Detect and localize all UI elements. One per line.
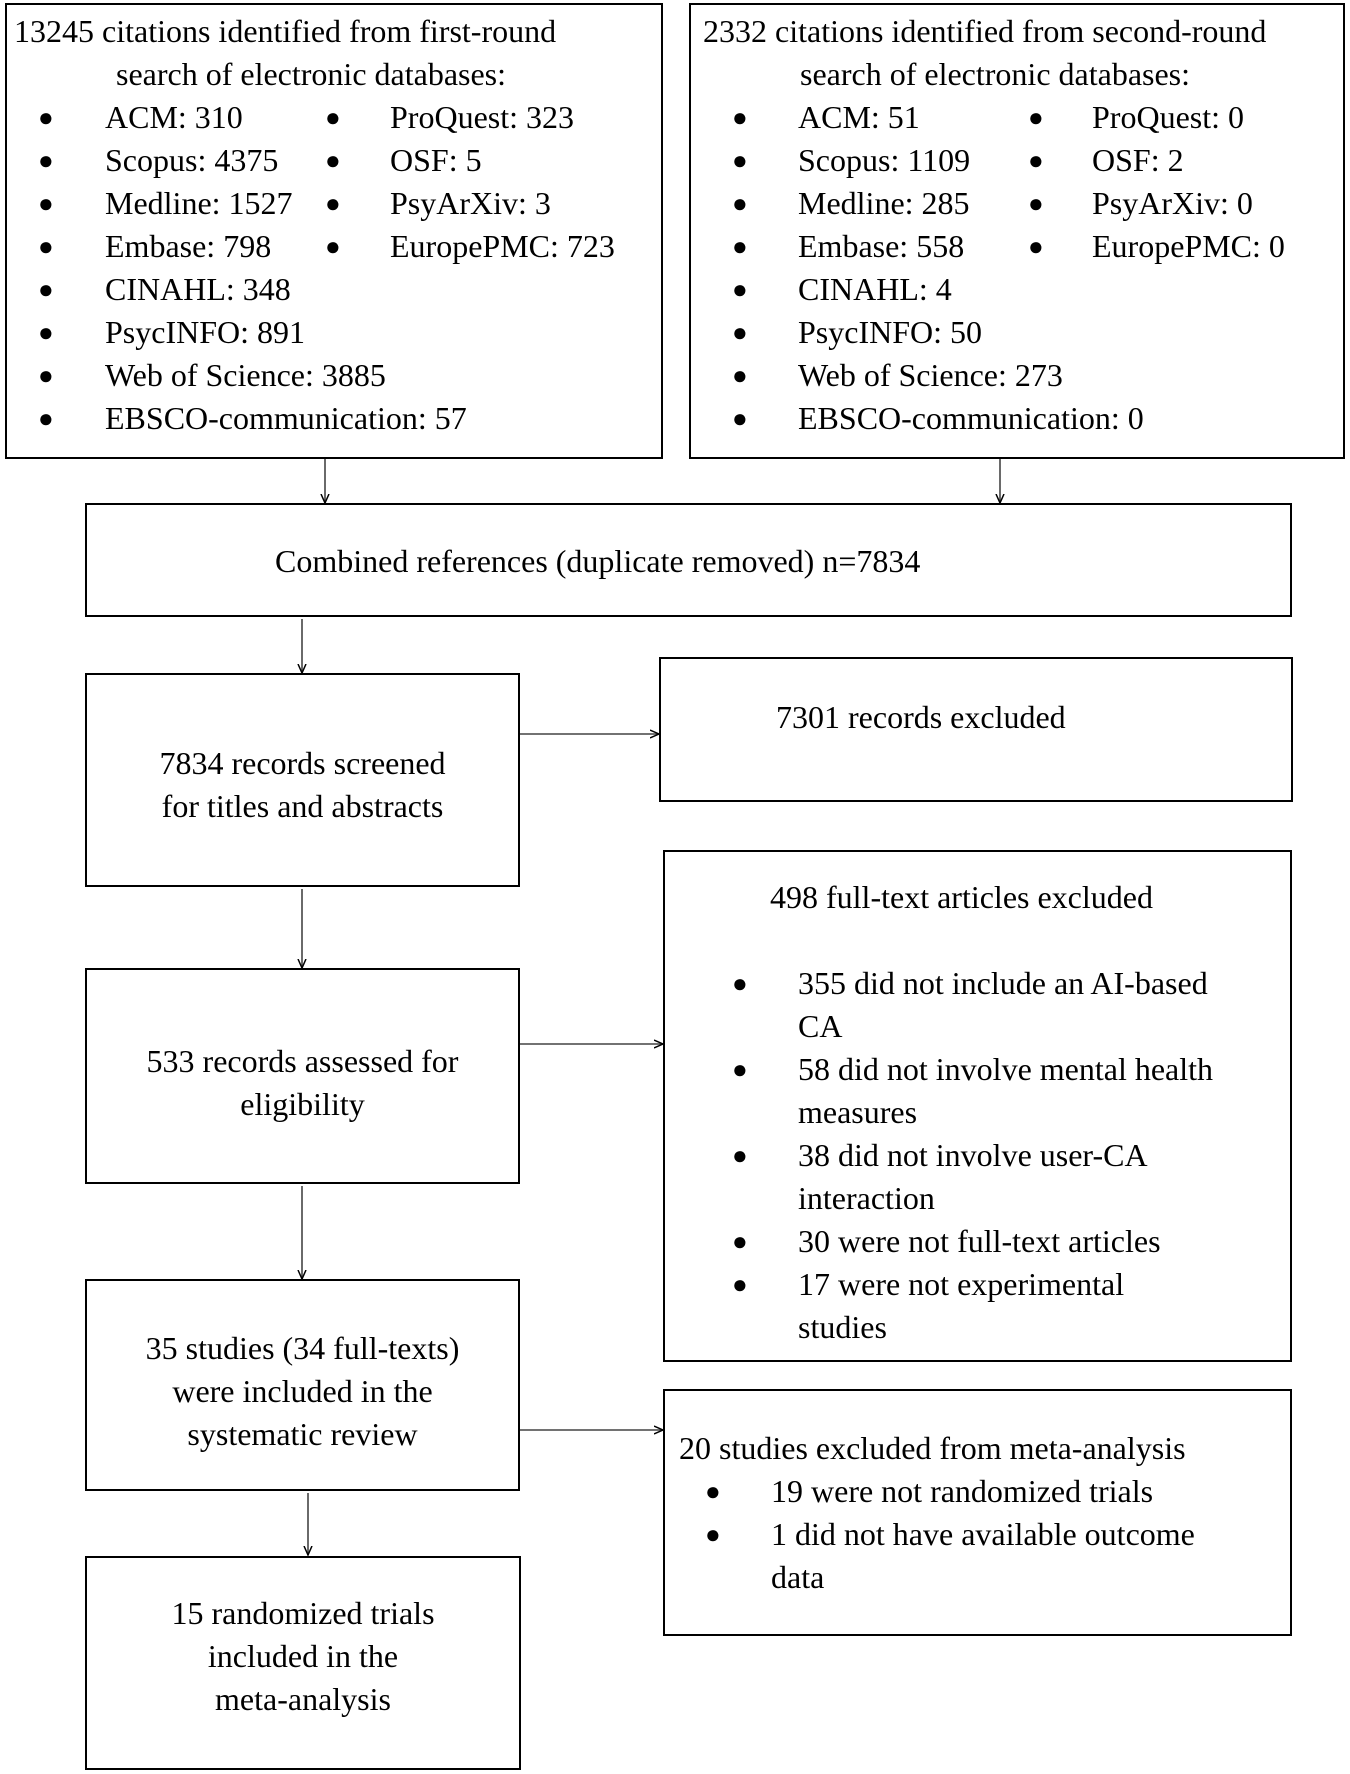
second-round-db-bullet: ● [732,318,748,347]
fulltext-excluded-bullet: ● [732,969,748,998]
first-round-db-item: PsycINFO: 891 [105,314,306,350]
second-round-search-box [689,3,1345,459]
meta-excluded-item: 19 were not randomized trials [771,1473,1154,1509]
first-round-db-bullet: ● [325,103,341,132]
second-round-db-bullet: ● [1028,232,1044,261]
second-round-db-bullet: ● [732,189,748,218]
meta-excluded-item: data [771,1559,825,1595]
first-round-db-bullet: ● [325,146,341,175]
first-round-db-bullet: ● [38,275,54,304]
fulltext-excluded-item: interaction [798,1180,935,1216]
meta-excluded-title: 20 studies excluded from meta-analysis [679,1430,1186,1466]
meta-excluded-bullet: ● [705,1477,721,1506]
systematic-review-box [85,1279,520,1491]
first-round-db-item: EuropePMC: 723 [390,228,615,264]
second-round-db-item: ProQuest: 0 [1092,99,1244,135]
meta-analysis-text-line: included in the [207,1638,399,1674]
eligibility-box [85,968,520,1184]
first-round-db-item: PsyArXiv: 3 [390,185,551,221]
second-round-db-item: CINAHL: 4 [798,271,952,307]
first-round-db-item: Scopus: 4375 [105,142,279,178]
records-excluded-box [659,657,1293,802]
fulltext-excluded-item: 30 were not full-text articles [798,1223,1161,1259]
first-round-db-item: ACM: 310 [105,99,243,135]
meta-excluded-box [663,1389,1292,1636]
records-excluded-text: 7301 records excluded [776,699,1066,735]
first-round-db-item: Embase: 798 [105,228,272,264]
meta-analysis-text: 15 randomized trials included in the meta-… [85,1592,521,1721]
second-round-db-bullet: ● [732,404,748,433]
first-round-db-item: OSF: 5 [390,142,482,178]
first-round-db-bullet: ● [38,146,54,175]
first-round-db-bullet: ● [325,189,341,218]
first-round-search-box [5,3,663,459]
second-round-db-bullet: ● [1028,189,1044,218]
first-round-db-bullet: ● [38,103,54,132]
first-round-db-item: Medline: 1527 [105,185,293,221]
fulltext-excluded-item: 355 did not include an AI-based [798,965,1208,1001]
screened-text: 7834 records screened for titles and abst… [85,742,520,828]
second-round-db-bullet: ● [1028,103,1044,132]
second-round-db-item: Scopus: 1109 [798,142,971,178]
first-round-title-line1: 13245 citations identified from first-ro… [14,13,557,49]
second-round-db-bullet: ● [732,232,748,261]
screened-box [85,673,520,887]
fulltext-excluded-bullet: ● [732,1227,748,1256]
fulltext-excluded-item: 58 did not involve mental health [798,1051,1214,1087]
eligibility-text: 533 records assessed for eligibility [85,1040,520,1126]
first-round-db-bullet: ● [38,318,54,347]
fulltext-excluded-bullet: ● [732,1055,748,1084]
second-round-db-item: Medline: 285 [798,185,970,221]
first-round-db-item: EBSCO-communication: 57 [105,400,467,436]
second-round-db-item: EuropePMC: 0 [1092,228,1285,264]
second-round-db-item: Embase: 558 [798,228,965,264]
first-round-db-item: ProQuest: 323 [390,99,574,135]
second-round-db-item: EBSCO-communication: 0 [798,400,1144,436]
fulltext-excluded-item: studies [798,1309,887,1345]
fulltext-excluded-title: 498 full-text articles excluded [770,879,1153,915]
second-round-db-item: Web of Science: 273 [798,357,1063,393]
fulltext-excluded-bullet: ● [732,1270,748,1299]
second-round-db-item: ACM: 51 [798,99,920,135]
first-round-db-bullet: ● [325,232,341,261]
first-round-db-bullet: ● [38,232,54,261]
systematic-review-text-line: were included in the [172,1373,433,1409]
second-round-db-bullet: ● [732,275,748,304]
second-round-db-item: PsyArXiv: 0 [1092,185,1253,221]
systematic-review-text: 35 studies (34 full-texts) were included … [85,1327,520,1456]
meta-excluded-bullet: ● [705,1520,721,1549]
second-round-db-item: OSF: 2 [1092,142,1184,178]
systematic-review-text-line: systematic review [187,1416,418,1452]
fulltext-excluded-item: measures [798,1094,918,1130]
second-round-db-item: PsycINFO: 50 [798,314,983,350]
second-round-db-bullet: ● [1028,146,1044,175]
second-round-db-bullet: ● [732,103,748,132]
second-round-db-bullet: ● [732,146,748,175]
first-round-db-item: Web of Science: 3885 [105,357,386,393]
fulltext-excluded-box [663,850,1292,1362]
meta-excluded-item: 1 did not have available outcome [771,1516,1195,1552]
eligibility-text-line: 533 records assessed for [146,1043,459,1079]
first-round-db-bullet: ● [38,189,54,218]
eligibility-text-line: eligibility [240,1086,365,1122]
meta-analysis-box [85,1556,521,1770]
fulltext-excluded-item: 38 did not involve user-CA [798,1137,1148,1173]
meta-analysis-text-line: 15 randomized trials [171,1595,435,1631]
second-round-db-bullet: ● [732,361,748,390]
systematic-review-text-line: 35 studies (34 full-texts) [145,1330,460,1366]
combined-references-box [85,503,1292,617]
screened-text-line: 7834 records screened [159,745,446,781]
second-round-title-line1: 2332 citations identified from second-ro… [703,13,1267,49]
screened-text-line: for titles and abstracts [161,788,444,824]
fulltext-excluded-item: CA [798,1008,843,1044]
first-round-title-line2: search of electronic databases: [116,56,507,92]
meta-analysis-text-line: meta-analysis [215,1681,391,1717]
second-round-title-line2: search of electronic databases: [800,56,1191,92]
combined-references-text: Combined references (duplicate removed) … [275,543,921,579]
first-round-db-bullet: ● [38,404,54,433]
fulltext-excluded-bullet: ● [732,1141,748,1170]
fulltext-excluded-item: 17 were not experimental [798,1266,1125,1302]
first-round-db-item: CINAHL: 348 [105,271,291,307]
first-round-db-bullet: ● [38,361,54,390]
